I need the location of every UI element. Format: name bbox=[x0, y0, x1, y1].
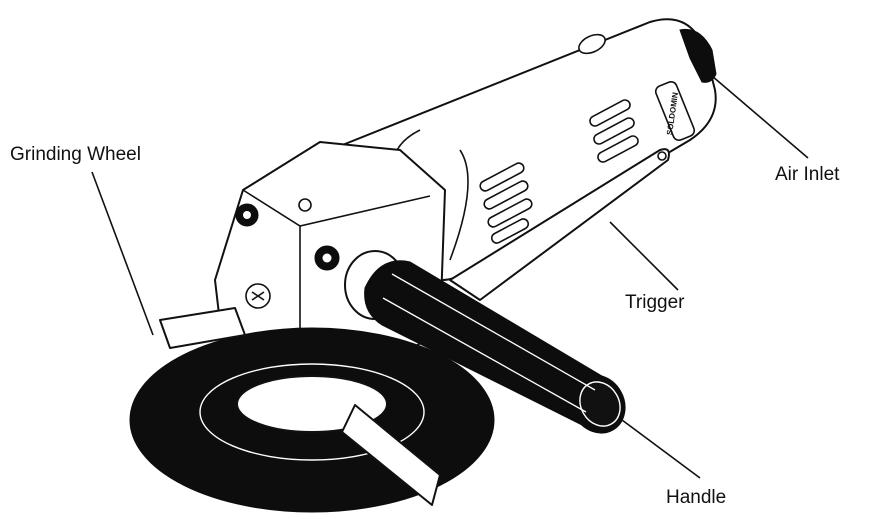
label-air-inlet: Air Inlet bbox=[775, 164, 840, 185]
bolt-middle bbox=[314, 245, 340, 271]
leader-trigger bbox=[609, 221, 679, 291]
label-grinding-wheel: Grinding Wheel bbox=[10, 144, 141, 165]
bolt-top bbox=[235, 203, 259, 227]
side-handle bbox=[344, 250, 626, 434]
leader-air-inlet bbox=[711, 75, 809, 159]
grinding-wheel-disc bbox=[129, 307, 495, 513]
label-handle: Handle bbox=[666, 487, 726, 508]
spindle-lock bbox=[245, 283, 271, 309]
leader-lines bbox=[91, 75, 809, 479]
trigger-lever bbox=[449, 148, 670, 301]
air-inlet-fitting bbox=[679, 28, 717, 83]
leader-grinding-wheel bbox=[91, 171, 154, 336]
brand-badge: SOLDOMIN bbox=[654, 81, 696, 141]
leader-handle bbox=[621, 419, 701, 479]
label-trigger: Trigger bbox=[625, 292, 685, 313]
vent-slots bbox=[479, 99, 639, 244]
